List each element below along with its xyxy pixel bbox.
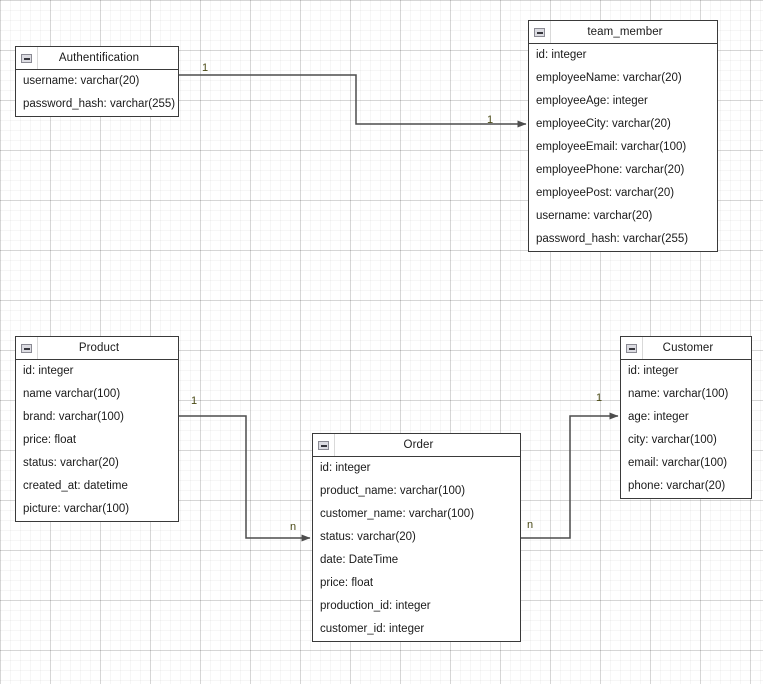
attribute-row: brand: varchar(100)	[23, 411, 124, 423]
entity-header-order[interactable]: Order	[313, 434, 520, 457]
attribute-row: name varchar(100)	[23, 388, 121, 400]
cardinality-label-order-to-customer-target: 1	[596, 392, 603, 404]
cardinality-label-auth-to-team-member-target: 1	[487, 114, 494, 126]
attribute-row: picture: varchar(100)	[23, 503, 130, 515]
entity-title-team_member: team_member	[587, 26, 663, 38]
entity-title-customer: Customer	[662, 342, 714, 354]
minus-glyph-icon	[21, 53, 32, 63]
entity-table-product[interactable]: Product id: integer name varchar(100) brand…	[15, 336, 179, 522]
cardinality-label-order-to-customer-source: n	[527, 519, 534, 531]
attribute-row: age: integer	[628, 411, 689, 423]
cardinality-label-auth-to-team-member-source: 1	[202, 62, 209, 74]
attribute-row: date: DateTime	[320, 554, 399, 566]
entity-title-product: Product	[78, 342, 120, 354]
attribute-row: employeePhone: varchar(20)	[536, 164, 685, 176]
attribute-row: customer_id: integer	[320, 623, 425, 635]
entity-table-authentification[interactable]: Authentification username: varchar(20) pas…	[15, 46, 179, 117]
attribute-row: password_hash: varchar(255)	[536, 233, 689, 245]
entity-body-team_member: id: integer employeeName: varchar(20) empl…	[529, 44, 717, 251]
entity-body-order: id: integer product_name: varchar(100) cus…	[313, 457, 520, 641]
attribute-row: email: varchar(100)	[628, 457, 728, 469]
attribute-row: employeeEmail: varchar(100)	[536, 141, 687, 153]
entity-table-order[interactable]: Order id: integer product_name: varchar(10…	[312, 433, 521, 642]
collapse-minus-icon[interactable]	[529, 21, 551, 43]
entity-title-authentification: Authentification	[58, 52, 140, 64]
attribute-row: price: float	[320, 577, 374, 589]
entity-header-customer[interactable]: Customer	[621, 337, 751, 360]
minus-glyph-icon	[318, 440, 329, 450]
attribute-row: status: varchar(20)	[320, 531, 416, 543]
attribute-row: id: integer	[320, 462, 371, 474]
attribute-row: product_name: varchar(100)	[320, 485, 466, 497]
cardinality-label-product-to-order-source: 1	[191, 395, 198, 407]
attribute-row: employeeName: varchar(20)	[536, 72, 682, 84]
attribute-row: employeeAge: integer	[536, 95, 648, 107]
collapse-minus-icon[interactable]	[621, 337, 643, 359]
attribute-row: customer_name: varchar(100)	[320, 508, 475, 520]
minus-glyph-icon	[534, 27, 545, 37]
attribute-row: username: varchar(20)	[536, 210, 653, 222]
attribute-row: name: varchar(100)	[628, 388, 729, 400]
collapse-minus-icon[interactable]	[16, 337, 38, 359]
collapse-minus-icon[interactable]	[16, 47, 38, 69]
entity-body-customer: id: integer name: varchar(100) age: intege…	[621, 360, 751, 498]
minus-glyph-icon	[21, 343, 32, 353]
relationship-line-order-to-customer[interactable]	[521, 412, 619, 539]
relationship-line-product-to-order[interactable]	[179, 415, 311, 542]
attribute-row: employeeCity: varchar(20)	[536, 118, 671, 130]
entity-body-product: id: integer name varchar(100) brand: varch…	[16, 360, 178, 521]
attribute-row: id: integer	[536, 49, 587, 61]
attribute-row: id: integer	[628, 365, 679, 377]
entity-header-product[interactable]: Product	[16, 337, 178, 360]
attribute-row: city: varchar(100)	[628, 434, 717, 446]
entity-header-team_member[interactable]: team_member	[529, 21, 717, 44]
collapse-minus-icon[interactable]	[313, 434, 335, 456]
attribute-row: status: varchar(20)	[23, 457, 119, 469]
cardinality-label-product-to-order-target: n	[290, 521, 297, 533]
attribute-row: price: float	[23, 434, 77, 446]
attribute-row: phone: varchar(20)	[628, 480, 726, 492]
entity-header-authentification[interactable]: Authentification	[16, 47, 178, 70]
attribute-row: id: integer	[23, 365, 74, 377]
attribute-row: production_id: integer	[320, 600, 431, 612]
attribute-row: created_at: datetime	[23, 480, 128, 492]
entity-body-authentification: username: varchar(20) password_hash: varc…	[16, 70, 178, 116]
entity-table-customer[interactable]: Customer id: integer name: varchar(100) age…	[620, 336, 752, 499]
relationship-line-auth-to-team-member[interactable]	[179, 74, 527, 128]
attribute-row: username: varchar(20)	[23, 75, 140, 87]
attribute-row: employeePost: varchar(20)	[536, 187, 675, 199]
entity-title-order: Order	[403, 439, 434, 451]
minus-glyph-icon	[626, 343, 637, 353]
attribute-row: password_hash: varchar(255)	[23, 98, 176, 110]
